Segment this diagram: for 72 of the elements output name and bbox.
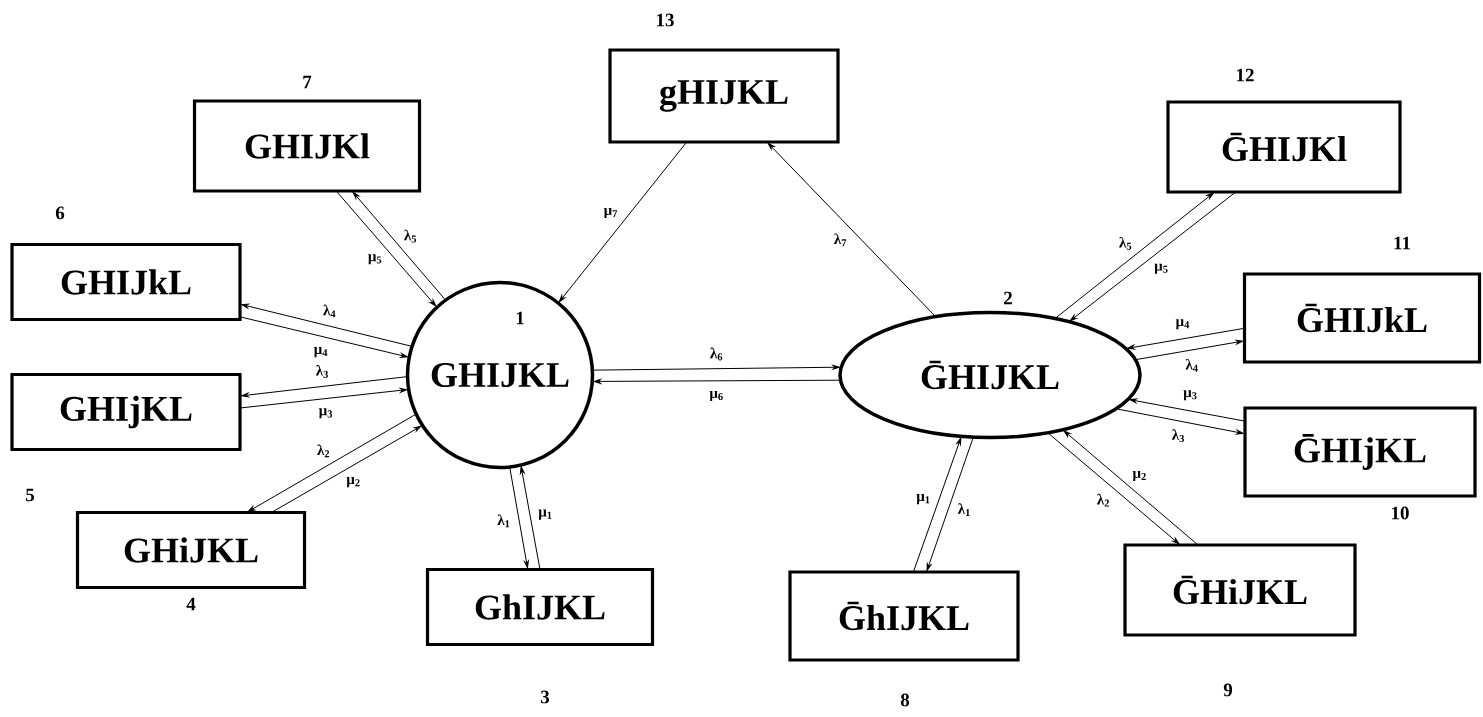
state-number: 5 xyxy=(26,488,35,502)
arrow xyxy=(241,376,409,398)
state-number: 9 xyxy=(1223,683,1233,697)
edge-label: μ$_{3}$ xyxy=(318,407,334,419)
edge-label: μ$_{1}$ xyxy=(915,493,932,505)
state-box: ḠHiJKL xyxy=(1123,543,1357,637)
state-number: 7 xyxy=(303,75,312,89)
state-number: 12 xyxy=(1237,68,1254,82)
arrow xyxy=(352,191,447,301)
arrow xyxy=(767,142,937,318)
state-number: 3 xyxy=(541,690,550,704)
edge-label: μ$_{2}$ xyxy=(345,476,362,488)
state-box: GHIJKl xyxy=(192,99,422,193)
edge-label: λ$_{7}$ xyxy=(833,232,848,247)
arrow xyxy=(1129,398,1246,422)
edge-label: μ$_{5}$ xyxy=(1153,263,1169,275)
state-box: ḠHIJkL xyxy=(1242,272,1482,364)
state-number: 8 xyxy=(900,693,910,707)
arrow xyxy=(247,413,417,513)
state-box: GHiJKL xyxy=(75,510,307,590)
arrow xyxy=(558,141,688,303)
arrow xyxy=(509,466,529,569)
arrow xyxy=(591,364,840,371)
arrow xyxy=(241,303,413,347)
arrow xyxy=(1047,432,1180,545)
arrow xyxy=(1115,408,1244,435)
state-box: ḠHIJKl xyxy=(1166,100,1402,194)
edge-label: μ$_{7}$ xyxy=(603,207,619,219)
edge-label: λ$_{5}$ xyxy=(1118,236,1133,251)
state-number: 4 xyxy=(186,597,196,611)
edge-label: λ$_{3}$ xyxy=(315,364,330,379)
edge-label: λ$_{4}$ xyxy=(322,304,337,318)
arrow xyxy=(926,436,974,571)
edge-label: λ$_{1}$ xyxy=(957,502,972,517)
edge-label: λ$_{2}$ xyxy=(316,443,331,458)
arrow xyxy=(239,316,408,358)
edge-label: λ$_{5}$ xyxy=(403,229,418,243)
arrow xyxy=(593,378,842,384)
arrow xyxy=(519,466,541,570)
state-box: gHIJKL xyxy=(608,48,840,144)
arrow xyxy=(239,387,408,409)
arrow xyxy=(1069,191,1237,322)
state-box: GHIjKL xyxy=(10,372,242,452)
state-number: 2 xyxy=(1004,291,1012,305)
edge-label: λ$_{1}$ xyxy=(496,513,511,528)
arrow xyxy=(1054,192,1214,320)
state-box: GhIJKL xyxy=(425,567,655,647)
arrow xyxy=(270,425,422,513)
state-box: GHIJkL xyxy=(10,242,242,322)
edge-label: μ$_{5}$ xyxy=(367,253,383,265)
state-number: 11 xyxy=(1394,236,1410,250)
arrow xyxy=(335,190,437,307)
arrow xyxy=(1127,327,1245,350)
arrow xyxy=(1134,339,1244,361)
state-number: 1 xyxy=(516,311,524,325)
edge-label: λ$_{3}$ xyxy=(1171,428,1186,443)
edge-label: μ$_{2}$ xyxy=(1132,470,1148,482)
state-number: 10 xyxy=(1392,506,1409,520)
edge-label: μ$_{4}$ xyxy=(313,346,329,358)
state-box: ḠhIJKL xyxy=(788,570,1020,662)
state-number: 13 xyxy=(657,13,674,27)
arrow xyxy=(912,437,962,573)
edge-label: μ$_{1}$ xyxy=(537,509,554,521)
edge-label: λ$_{6}$ xyxy=(709,347,724,361)
edge-label: μ$_{6}$ xyxy=(708,390,725,402)
edge-label: μ$_{4}$ xyxy=(1175,318,1191,330)
edge-label: μ$_{3}$ xyxy=(1182,389,1198,401)
arrow xyxy=(1063,430,1199,546)
edge-label: λ$_{2}$ xyxy=(1096,493,1111,508)
state-number: 6 xyxy=(55,206,65,220)
state-box: ḠHIjKL xyxy=(1243,406,1477,498)
edge-label: λ$_{4}$ xyxy=(1184,358,1200,373)
